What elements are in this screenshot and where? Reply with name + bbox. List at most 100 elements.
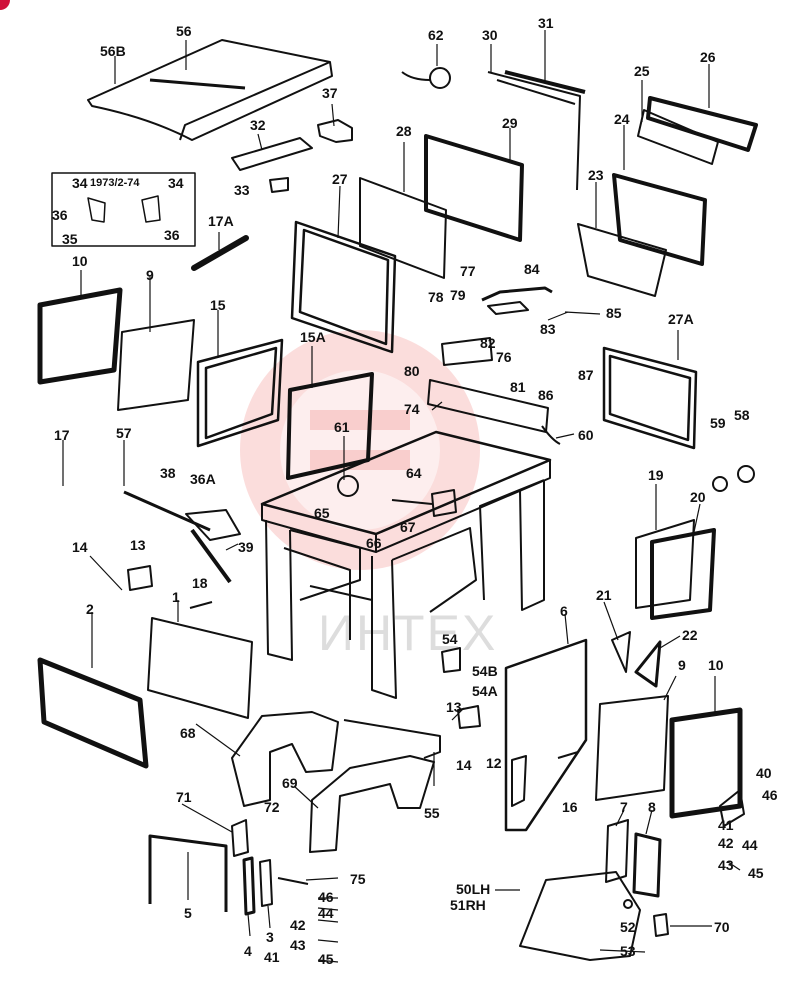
callout-label: 61 — [334, 419, 350, 435]
callout-label: 66 — [366, 535, 382, 551]
callout-label: 75 — [350, 871, 366, 887]
callout-label: 82 — [480, 335, 496, 351]
callout-label: 64 — [406, 465, 422, 481]
callout-label: 33 — [234, 182, 250, 198]
callout-label: 34 — [72, 175, 88, 191]
latch — [317, 119, 353, 143]
callout-label: 3 — [266, 929, 274, 945]
callout-label: 38 — [160, 465, 176, 481]
door-frame-27A — [602, 346, 698, 450]
callout-label: 57 — [116, 425, 132, 441]
callout-label: 81 — [510, 379, 526, 395]
callout-label: 5 — [184, 905, 192, 921]
callout-label: 14 — [72, 539, 88, 555]
callout-label: 59 — [710, 415, 726, 431]
callout-label: 22 — [682, 627, 698, 643]
inset-box — [51, 172, 196, 247]
callout-label: 23 — [588, 167, 604, 183]
callout-label: 10 — [72, 253, 88, 269]
callout-label: 15A — [300, 329, 326, 345]
callout-label: 55 — [424, 805, 440, 821]
seal-26 — [646, 96, 758, 152]
callout-label: 15 — [210, 297, 226, 313]
plate-74 — [427, 379, 549, 433]
callout-label: 54 — [442, 631, 458, 647]
callout-label: 60 — [578, 427, 594, 443]
callout-label: 10 — [708, 657, 724, 673]
callout-label: 87 — [578, 367, 594, 383]
callout-label: 26 — [700, 49, 716, 65]
roof-panel — [87, 39, 333, 141]
glass-9-left — [117, 319, 195, 411]
fender-50-51 — [519, 871, 641, 961]
callout-label: 30 — [482, 27, 498, 43]
handrail-5 — [148, 834, 228, 912]
door-frame-27 — [290, 220, 397, 354]
callout-label: 13 — [130, 537, 146, 553]
glass-19 — [635, 519, 695, 609]
corner-badge — [0, 0, 10, 10]
callout-label: 39 — [238, 539, 254, 555]
callout-label: 56B — [100, 43, 126, 59]
callout-label: 40 — [756, 765, 772, 781]
fender-69 — [309, 755, 435, 853]
callout-label: 44 — [742, 837, 758, 853]
glass-9-right — [595, 695, 669, 801]
callout-label: 41 — [264, 949, 280, 965]
callout-label: 28 — [396, 123, 412, 139]
callout-label: 16 — [562, 799, 578, 815]
callout-label: 56 — [176, 23, 192, 39]
callout-label: 19 — [648, 467, 664, 483]
callout-label: 27 — [332, 171, 348, 187]
callout-label: 20 — [690, 489, 706, 505]
window-frame-29 — [424, 134, 524, 242]
callout-label: 51RH — [450, 897, 486, 913]
callout-label: 76 — [496, 349, 512, 365]
callout-label: 12 — [486, 755, 502, 771]
callout-label: 80 — [404, 363, 420, 379]
callout-label: 36 — [52, 207, 68, 223]
callout-label: 83 — [540, 321, 556, 337]
window-frame-15 — [196, 338, 284, 448]
callout-label: 62 — [428, 27, 444, 43]
callout-label: 24 — [614, 111, 630, 127]
callout-label: 45 — [748, 865, 764, 881]
callout-label: 52 — [620, 919, 636, 935]
callout-label: 36 — [164, 227, 180, 243]
callout-label: 14 — [456, 757, 472, 773]
callout-label: 54A — [472, 683, 498, 699]
callout-label: 72 — [264, 799, 280, 815]
rear-glass-24 — [577, 223, 667, 297]
callout-label: 1 — [172, 589, 180, 605]
callout-label: 29 — [502, 115, 518, 131]
callout-label: 53 — [620, 943, 636, 959]
callout-label: 77 — [460, 263, 476, 279]
window-seal-10-left — [37, 287, 123, 385]
glass-28 — [359, 177, 447, 279]
callout-label: 69 — [282, 775, 298, 791]
dome-lamp — [429, 67, 451, 89]
rear-window-23 — [612, 173, 707, 266]
callout-label: 27A — [668, 311, 694, 327]
callout-label: 18 — [192, 575, 208, 591]
callout-label: 54B — [472, 663, 498, 679]
callout-label: 35 — [62, 231, 78, 247]
callout-label: 68 — [180, 725, 196, 741]
callout-label: 4 — [244, 943, 252, 959]
callout-label: 78 — [428, 289, 444, 305]
door-6 — [504, 638, 588, 832]
callout-label: 43 — [290, 937, 306, 953]
callout-label: 34 — [168, 175, 184, 191]
hinge-bar — [231, 137, 313, 171]
callout-label: 42 — [290, 917, 306, 933]
callout-label: 86 — [538, 387, 554, 403]
callout-label: 84 — [524, 261, 540, 277]
callout-label: 7 — [620, 799, 628, 815]
callout-label: 25 — [634, 63, 650, 79]
callout-label: 9 — [678, 657, 686, 673]
callout-label: 46 — [318, 889, 334, 905]
callout-label: 79 — [450, 287, 466, 303]
cab-frame — [260, 430, 552, 699]
